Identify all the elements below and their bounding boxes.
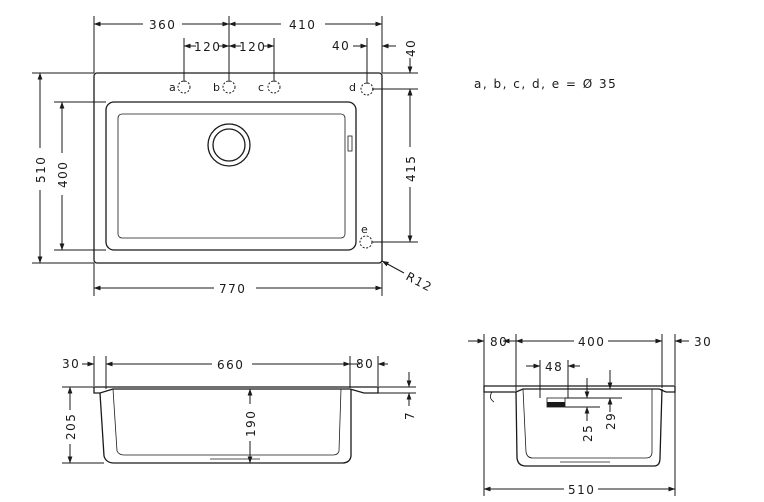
- dim-770-label: 770: [219, 282, 246, 296]
- front-dim-7-label: 7: [403, 411, 417, 420]
- tap-hole-a: [177, 80, 191, 94]
- hole-diameter-legend: a, b, c, d, e = Ø 35: [474, 77, 617, 91]
- basin-inner-outline: [117, 113, 346, 239]
- front-dim-30-label: 30: [62, 357, 80, 371]
- dim-400-label: 400: [56, 161, 70, 188]
- dim-410-label: 410: [289, 18, 316, 32]
- dim-40-horizontal-label: 40: [332, 39, 350, 53]
- front-section-view: 30 660 80 205 190 7: [62, 356, 417, 464]
- front-dim-660-label: 660: [217, 358, 244, 372]
- tap-hole-e: [359, 235, 373, 249]
- sink-outline: [93, 72, 383, 264]
- side-bowl-outer: [515, 388, 663, 467]
- hole-label-c: c: [258, 81, 265, 94]
- front-dim-205-label: 205: [64, 413, 78, 440]
- side-dim-48-label: 48: [545, 360, 563, 374]
- side-rim: [483, 385, 676, 393]
- tap-hole-b: [222, 80, 236, 94]
- hole-label-b: b: [213, 81, 220, 94]
- drain-inner: [212, 128, 246, 162]
- radius-label: R12: [404, 269, 435, 295]
- overflow-slot: [347, 135, 353, 152]
- tap-hole-c: [267, 80, 281, 94]
- dim-510-label: 510: [34, 156, 48, 183]
- side-bowl-inner: [522, 388, 653, 459]
- dim-415-label: 415: [404, 155, 418, 182]
- side-dim-30-label: 30: [694, 335, 712, 349]
- hole-label-e: e: [361, 223, 368, 236]
- dim-120-right-label: 120: [239, 40, 266, 54]
- tap-hole-d: [360, 82, 374, 96]
- front-bowl-inner: [112, 388, 342, 456]
- front-dim-80-label: 80: [356, 357, 374, 371]
- side-dim-29-label: 29: [604, 412, 618, 430]
- side-dim-400-label: 400: [578, 335, 605, 349]
- dim-40-vertical-label: 40: [404, 39, 418, 57]
- dim-120-left-label: 120: [194, 40, 221, 54]
- basin-outline: [105, 101, 357, 251]
- side-dim-510-label: 510: [568, 483, 595, 497]
- side-dim-25-label: 25: [581, 424, 595, 442]
- top-view: a b c d e 360 410 120 120: [32, 16, 435, 296]
- drain-outer: [207, 123, 251, 167]
- side-section-view: 80 400 30 48 25 29 510: [468, 334, 712, 497]
- dim-360-label: 360: [149, 18, 176, 32]
- hole-label-d: d: [349, 81, 356, 94]
- front-bowl-outer: [99, 389, 352, 464]
- front-rim: [93, 386, 379, 394]
- side-dim-80-label: 80: [490, 335, 508, 349]
- front-dim-190-label: 190: [244, 410, 258, 437]
- hole-label-a: a: [169, 81, 176, 94]
